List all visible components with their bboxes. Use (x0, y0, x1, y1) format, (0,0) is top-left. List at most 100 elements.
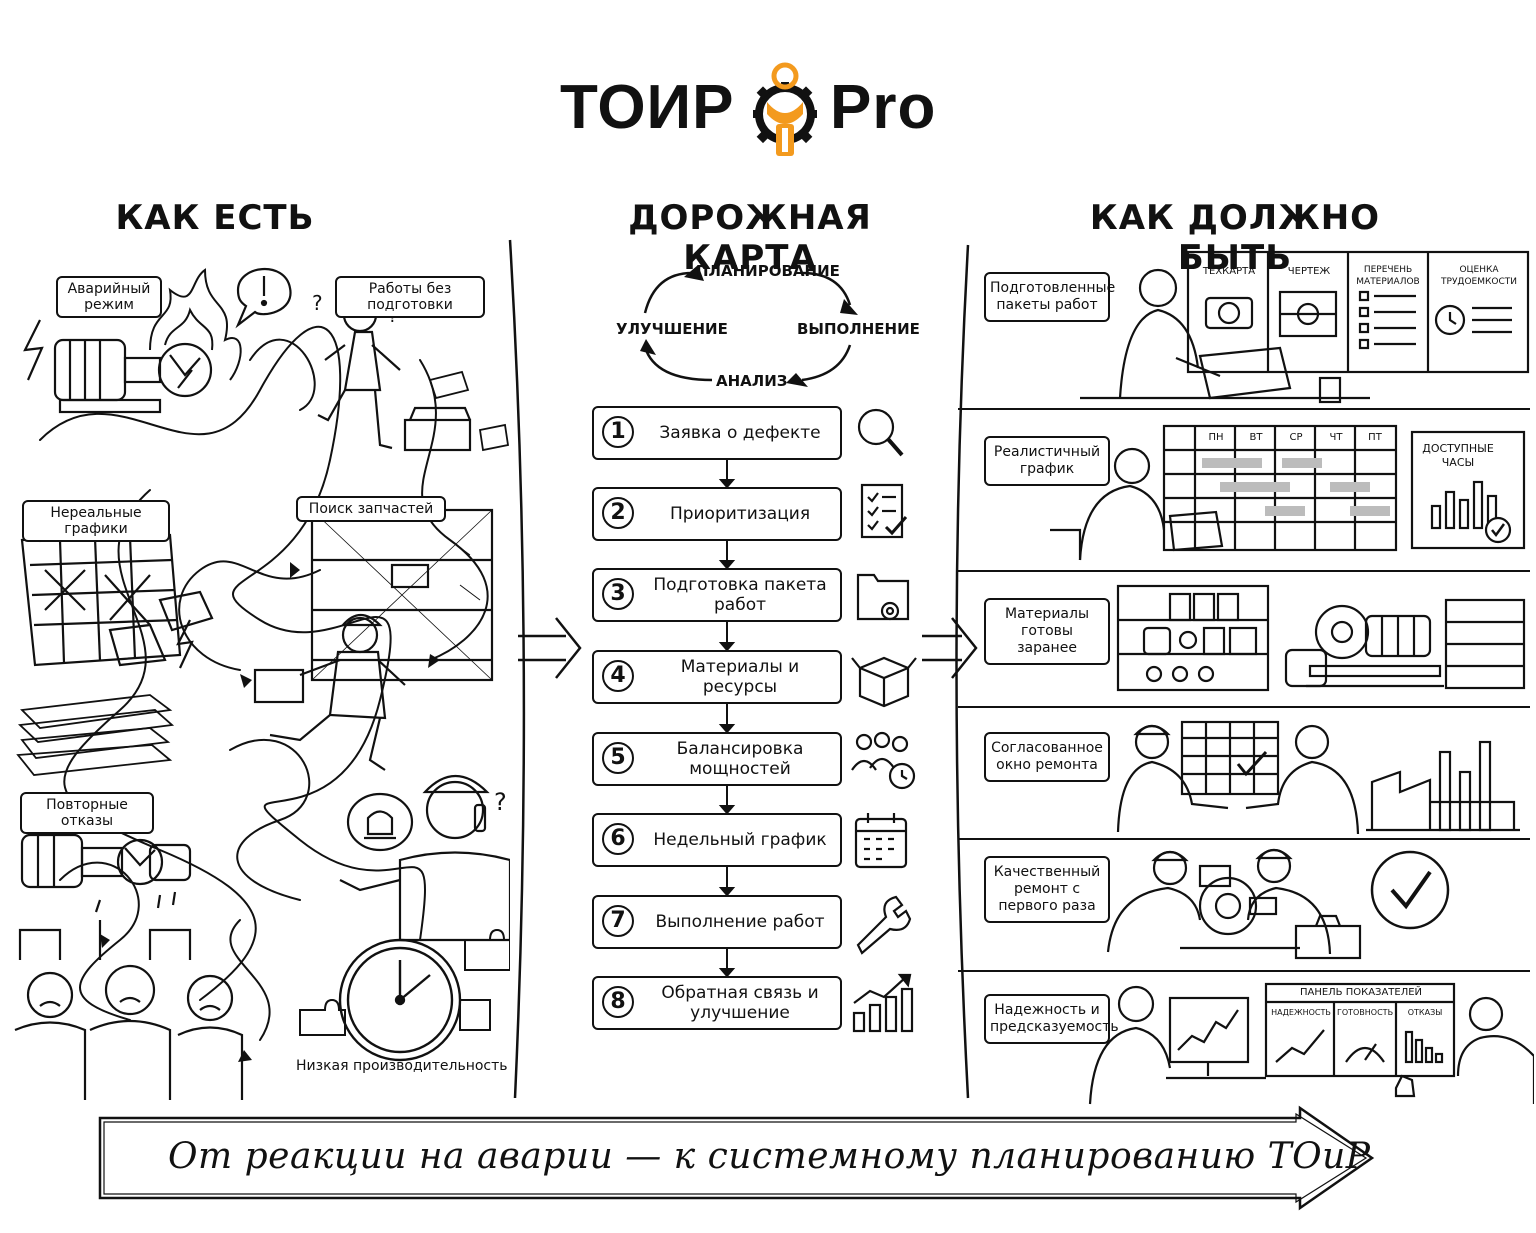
to-be-row-label: Качественный ремонт с первого раза (984, 856, 1110, 923)
unreal-schedules-label: Нереальные графики (22, 500, 170, 542)
calendar-icon (854, 813, 908, 869)
low-productivity-label: Низкая производительность (296, 1058, 508, 1074)
roadmap-step-2: 2 Приоритизация (592, 487, 842, 541)
row-separator (958, 706, 1530, 708)
factory-icon (1366, 740, 1520, 832)
roadmap-step-5: 5 Балансировка мощностей (592, 732, 842, 786)
lightning-icon (23, 319, 194, 669)
reliability-scene (1088, 982, 1534, 1105)
step-number: 2 (602, 497, 634, 529)
step-number: 1 (602, 416, 634, 448)
analyst-at-monitor-icon (1088, 985, 1266, 1105)
repair-window-scene (1116, 720, 1520, 835)
checklist-icon (860, 483, 908, 539)
checkmark-circle-icon (1370, 850, 1450, 930)
sad-workers-icon (14, 920, 244, 1100)
box-icon (851, 656, 917, 708)
cycle-planning: ПЛАНИРОВАНИЕ (696, 262, 840, 280)
step-label: Недельный график (653, 830, 827, 850)
board-col-header: ПЕРЕЧЕНЬ МАТЕРИАЛОВ (1356, 265, 1420, 287)
pump-on-pallet-icon (1284, 604, 1444, 688)
roadmap-step-8: 8 Обратная связь и улучшение (592, 976, 842, 1030)
puzzle-piece-icon (299, 928, 510, 1036)
roadmap-step-4: 4 Материалы и ресурсы (592, 650, 842, 704)
roadmap-step-6: 6 Недельный график (592, 813, 842, 867)
transition-arrow-left (518, 617, 582, 679)
calendar-screen-icon (1180, 720, 1280, 796)
schedule-scene (1050, 424, 1526, 561)
stopwatch-icon (1434, 304, 1512, 336)
step-label: Балансировка мощностей (676, 739, 804, 779)
row-separator (958, 970, 1530, 972)
toolbox-icon (403, 406, 472, 452)
checklist-icon (1358, 290, 1416, 350)
spare-parts-shelf-icon (310, 508, 494, 682)
broken-pump-icon (20, 833, 192, 913)
pump-repair-icon (1180, 864, 1300, 950)
bottom-banner-arrow (98, 1105, 1375, 1211)
step-label: Приоритизация (669, 504, 811, 524)
broken-pump-icon (53, 338, 213, 414)
manager-thumbs-up-icon (1394, 996, 1534, 1104)
magnifier-icon (857, 408, 904, 457)
pdca-cycle-arrows (640, 265, 858, 387)
step-label: Материалы и ресурсы (680, 657, 800, 697)
logo: ТОИР Pro (560, 62, 940, 162)
as-is-title: КАК ЕСТЬ (115, 198, 315, 238)
roadmap-title: ДОРОЖНАЯ КАРТА (628, 198, 872, 278)
papers-icon (428, 370, 510, 452)
schedule-day: ПН (1208, 432, 1224, 443)
people-clock-icon (851, 731, 916, 790)
to-be-row-label: Материалы готовы заранее (984, 598, 1110, 665)
step-label: Подготовка пакета работ (653, 575, 827, 615)
roadmap-step-1: 1 Заявка о дефекте (592, 406, 842, 460)
step-connectors (718, 460, 736, 978)
to-be-row-label: Подготовленные пакеты работ (984, 272, 1115, 322)
blueprint-icon (1278, 290, 1338, 338)
svg-text:?: ? (494, 788, 507, 816)
row-separator (958, 408, 1530, 410)
schedule-day: СР (1289, 432, 1303, 443)
logo-right-text: Pro (830, 73, 937, 142)
motor-drawing-icon (1204, 296, 1254, 330)
running-worker-icon (253, 613, 406, 771)
cycle-improvement: УЛУЧШЕНИЕ (616, 320, 728, 338)
cycle-analysis: АНАЛИЗ (716, 372, 788, 390)
paper-stack-icon (16, 694, 175, 776)
mechanic-icon (1106, 850, 1202, 953)
folder-gear-icon (856, 573, 910, 621)
repeat-failures-label: Повторные отказы (20, 792, 154, 834)
available-hours-chart-icon (1410, 430, 1526, 550)
kpi-item: НАДЕЖНОСТЬ (1271, 1008, 1331, 1017)
step-label: Выполнение работ (655, 912, 825, 932)
step-label: Заявка о дефекте (659, 423, 821, 443)
schedule-day: ПТ (1368, 432, 1382, 443)
gear-person-logo-icon (753, 62, 817, 156)
materials-scene (1116, 584, 1526, 692)
kpi-panel-title: ПАНЕЛЬ ПОКАЗАТЕЛЕЙ (1299, 987, 1423, 998)
toolbox-cabinet-icon (1444, 598, 1526, 690)
step-number: 4 (602, 660, 634, 692)
toolbox-icon (1294, 914, 1362, 960)
wrench-icon (856, 895, 912, 955)
work-package-scene (1080, 250, 1530, 404)
manager-handshake-icon (1245, 724, 1360, 835)
board-col-header: ОЦЕНКА ТРУДОЕМКОСТИ (1441, 265, 1517, 287)
siren-bubble-icon (346, 792, 414, 852)
quality-repair-scene (1106, 848, 1450, 960)
to-be-title: КАК ДОЛЖНО БЫТЬ (1089, 198, 1381, 278)
roadmap-step-7: 7 Выполнение работ (592, 895, 842, 949)
broken-calendar-icon (20, 527, 214, 667)
row-separator (958, 570, 1530, 572)
schedule-day: ЧТ (1329, 432, 1343, 443)
logo-left-text: ТОИР (560, 73, 735, 142)
board-col-header: ТЕХКАРТА (1202, 266, 1256, 277)
kpi-item: ОТКАЗЫ (1407, 1008, 1443, 1017)
available-hours-label: ДОСТУПНЫЕ ЧАСЫ (1422, 442, 1494, 469)
row-separator (958, 838, 1530, 840)
step-number: 3 (602, 578, 634, 610)
bottom-banner-text: От реакции на аварии — к системному план… (168, 1136, 1371, 1177)
to-be-row-label: Согласованное окно ремонта (984, 732, 1110, 782)
no-prep-label: Работы без подготовки (335, 276, 485, 318)
step-number: 7 (602, 905, 634, 937)
